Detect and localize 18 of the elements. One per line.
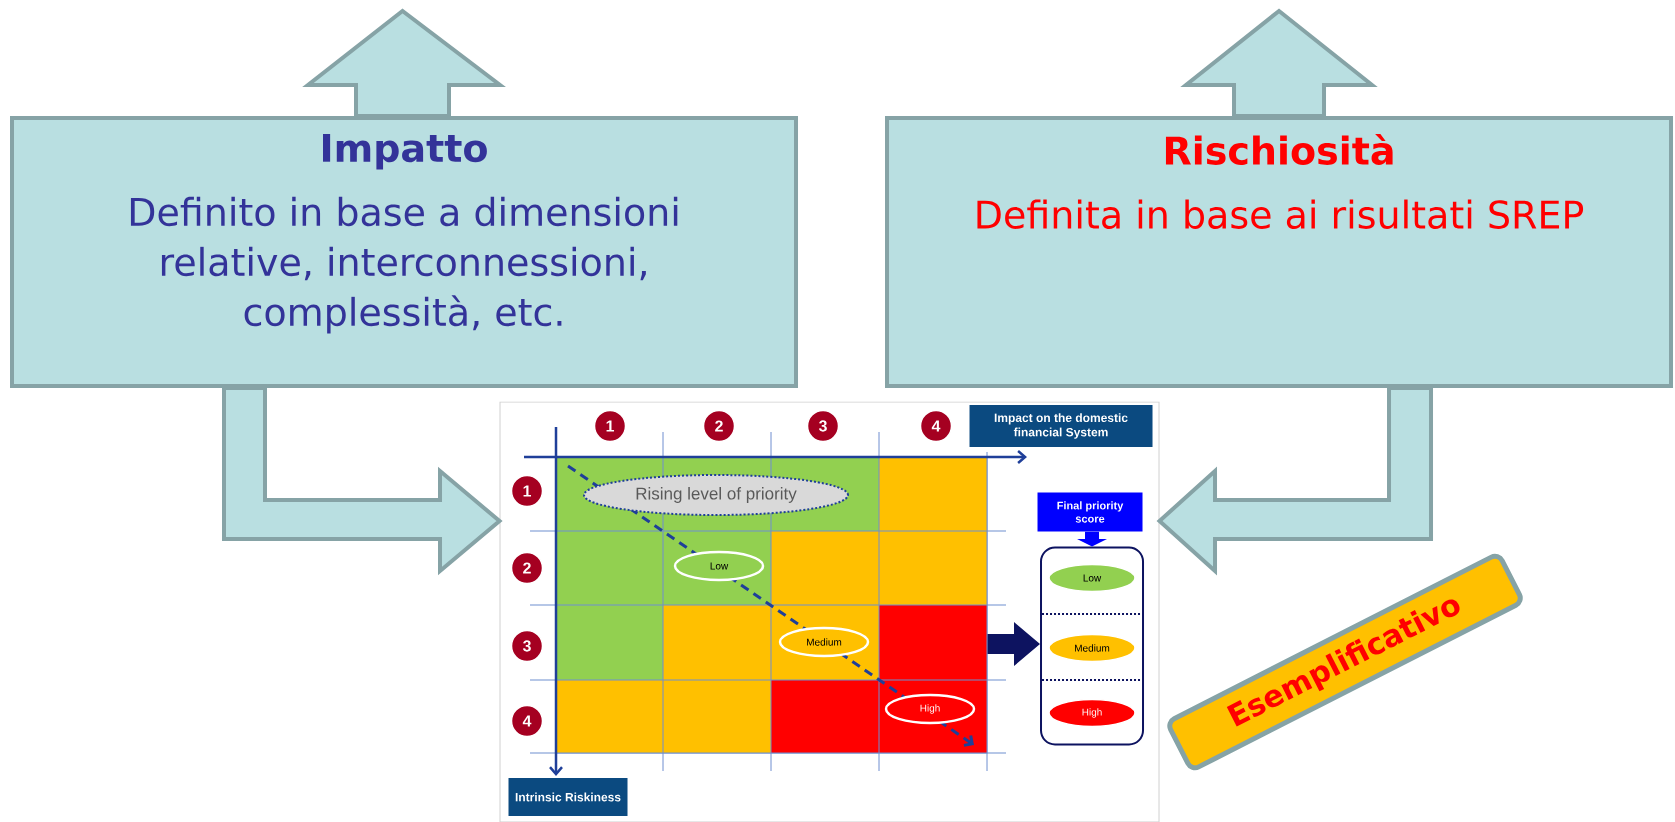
axis-title: Impact on the domestic financial System [969, 405, 1153, 447]
block-arrow [222, 386, 503, 576]
text-box: Impatto Definito in base a dimensioni relative, interconnessioni, complessità, etc. [10, 116, 798, 388]
ellipse-label: Rising level of priority [583, 474, 849, 516]
ellipse-label: Medium [1048, 633, 1136, 663]
text-box: Rischiosità Definita in base ai risultati SREP [885, 116, 1673, 388]
ellipse-label: High [884, 693, 976, 725]
ellipse-label: Medium [778, 626, 870, 658]
block-arrow [1180, 8, 1378, 118]
block-arrow [302, 8, 506, 118]
block-arrow [987, 622, 1040, 666]
axis-title: Final priority score [1037, 492, 1143, 532]
ellipse-label: Low [1048, 563, 1136, 593]
block-arrow [1156, 386, 1433, 576]
ellipse-label: High [1048, 698, 1136, 728]
block-arrow [1077, 531, 1107, 547]
ellipse-label: Low [673, 550, 765, 582]
axis-title: Intrinsic Riskiness [508, 778, 628, 816]
